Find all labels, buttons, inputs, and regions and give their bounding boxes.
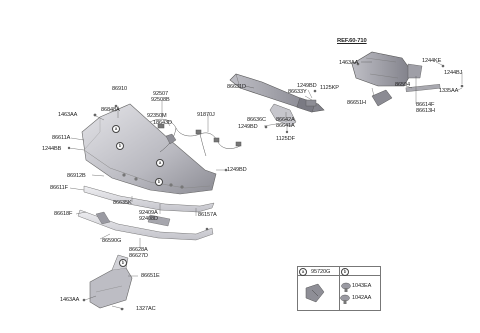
callout-1125df: 1125DF [276, 136, 295, 142]
callout-86594: 86594 [395, 82, 411, 88]
marker-a-2: a [156, 159, 164, 167]
callout-92508b: 92508B [151, 97, 170, 103]
reflector-lamp [371, 89, 393, 107]
callout-86590g: 86590G [102, 238, 122, 244]
callout-92350m: 92350M [147, 113, 167, 119]
legend-part-a: 95720G [311, 268, 331, 275]
callout-1327ac: 1327AC [136, 306, 156, 312]
callout-86633y: 86633Y [288, 89, 307, 95]
callout-1249bd-right: 1249BD [227, 167, 247, 173]
legend-header-rule [297, 275, 380, 276]
legend-marker-b: b [341, 268, 349, 276]
callout-1335aa: 1335AA [439, 88, 459, 94]
legend-fastener-b [340, 282, 351, 304]
legend-divider [339, 266, 340, 310]
callout-86613h: 86613H [416, 108, 435, 114]
callout-86614f: 86614F [416, 102, 435, 108]
callout-86157a: 86157A [198, 212, 217, 218]
callout-86627d: 86627D [129, 253, 148, 259]
wiring-harness [149, 118, 242, 157]
callout-92409a: 92409A [139, 210, 158, 216]
side-bracket [269, 103, 297, 127]
callout-86912b: 86912B [67, 173, 86, 179]
callout-1244bj: 1244BJ [444, 70, 463, 76]
callout-1463aa-bottom: 1463AA [60, 297, 80, 303]
callout-92408d: 92408D [139, 216, 158, 222]
callout-1244ke: 1244KE [422, 58, 442, 64]
callout-1463aa-left: 1463AA [58, 112, 78, 118]
callout-86910: 86910 [112, 86, 128, 92]
ref-label: REF.60-710 [337, 38, 367, 44]
marker-b-3: b [119, 259, 127, 267]
callout-86641a: 86641A [276, 123, 295, 129]
callout-18643d: 18643D [153, 120, 172, 126]
legend-part-b2: 1042AA [352, 295, 372, 301]
callout-86651h: 86651H [347, 100, 366, 106]
callout-1249bd-top: 1249BD [297, 83, 317, 89]
callout-86631d: 86631D [227, 84, 246, 90]
callout-86848a: 86848A [101, 107, 120, 113]
retainer-strip [405, 84, 441, 92]
callout-1249bd-mid: 1249BD [238, 124, 258, 130]
callout-86618f: 86618F [54, 211, 73, 217]
callout-86635k: 86635K [113, 200, 132, 206]
fasteners [67, 62, 464, 311]
parking-sensor [165, 133, 177, 145]
reflector-assembly [351, 51, 423, 87]
marker-b-1: b [116, 142, 124, 150]
callout-86651e: 86651E [141, 273, 160, 279]
beam-end-bracket [305, 99, 317, 107]
callout-91870j: 91870J [197, 112, 215, 118]
callout-1463aa-right: 1463AA [339, 60, 359, 66]
callout-86611a: 86611A [52, 135, 71, 141]
callout-86628a: 86628A [129, 247, 148, 253]
marker-a-1: a [112, 125, 120, 133]
callout-86642a: 86642A [276, 117, 295, 123]
legend-clip-a [305, 283, 325, 303]
callout-1244bb: 1244BB [42, 146, 62, 152]
marker-b-2: b [155, 178, 163, 186]
callout-1125kp: 1125KP [320, 85, 339, 91]
lower-lip-trim [77, 185, 215, 241]
callout-86636c: 86636C [247, 117, 266, 123]
legend-part-b1: 1043EA [352, 283, 372, 289]
callout-92507: 92507 [153, 91, 169, 97]
callout-86611f: 86611F [50, 185, 68, 191]
legend-marker-a: a [299, 268, 307, 276]
